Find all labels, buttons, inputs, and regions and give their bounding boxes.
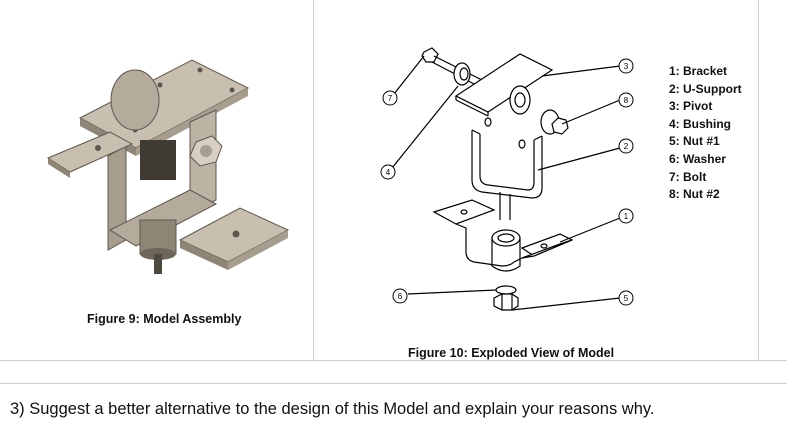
washer-part bbox=[495, 285, 517, 295]
callout-8 bbox=[618, 92, 634, 108]
callout-label: 4 bbox=[386, 168, 391, 177]
pivot-body bbox=[110, 69, 160, 131]
grid-line bbox=[0, 360, 787, 361]
legend-item: 7: Bolt bbox=[669, 169, 707, 184]
callout-label: 7 bbox=[388, 94, 393, 103]
callout-label: 3 bbox=[624, 62, 629, 71]
leader-line bbox=[561, 99, 621, 125]
bracket-right-edge bbox=[180, 240, 228, 270]
callout-5 bbox=[618, 290, 634, 306]
grid-line bbox=[0, 383, 787, 384]
nut-1-part bbox=[493, 293, 519, 311]
bracket-left bbox=[46, 131, 134, 173]
legend-item: 4: Bushing bbox=[669, 116, 731, 131]
legend-item: 5: Nut #1 bbox=[669, 134, 720, 149]
callout-label: 1 bbox=[624, 212, 629, 221]
leader-line bbox=[537, 147, 621, 171]
legend-item: 2: U-Support bbox=[669, 81, 742, 96]
bracket-center bbox=[108, 189, 218, 247]
bracket-right-edge bbox=[228, 230, 288, 270]
callout-7 bbox=[382, 90, 398, 106]
legend-item: 8: Nut #2 bbox=[669, 187, 720, 202]
model-assembly-figure bbox=[46, 59, 290, 274]
callout-3 bbox=[618, 58, 634, 74]
pivot-part bbox=[454, 53, 554, 117]
bracket-left-edge bbox=[48, 158, 70, 178]
callout-label: 2 bbox=[624, 142, 629, 151]
legend-item: 1: Bracket bbox=[669, 64, 728, 78]
parts-legend: 1: Bracket 2: U-Support 3: Pivot 4: Bush… bbox=[669, 63, 779, 204]
leader-line bbox=[511, 297, 621, 311]
leader-line bbox=[407, 289, 497, 295]
callout-2 bbox=[618, 138, 634, 154]
callout-label: 5 bbox=[624, 294, 629, 303]
bolt-part bbox=[421, 47, 483, 87]
grid-line bbox=[313, 0, 314, 360]
question-text: 3) Suggest a better alternative to the d… bbox=[10, 400, 655, 418]
callout-label: 8 bbox=[624, 96, 629, 105]
leader-line bbox=[393, 55, 425, 95]
figure-10-caption: Figure 10: Exploded View of Model bbox=[408, 346, 615, 360]
callout-label: 6 bbox=[398, 292, 403, 301]
leader-line bbox=[559, 217, 621, 243]
callout-1 bbox=[618, 208, 634, 224]
callout-6 bbox=[392, 288, 408, 304]
leader-line bbox=[541, 65, 621, 77]
callout-4 bbox=[380, 164, 396, 180]
legend-item: 6: Washer bbox=[669, 151, 726, 166]
legend-item: 3: Pivot bbox=[669, 99, 713, 114]
bushing-part bbox=[453, 62, 471, 86]
nut-2-part bbox=[540, 109, 569, 135]
figure-9-caption: Figure 9: Model Assembly bbox=[87, 312, 242, 326]
leader-line bbox=[391, 85, 459, 169]
u-support-part bbox=[471, 117, 543, 220]
exploded-view-figure: 7 4 3 8 2 1 6 5 bbox=[380, 47, 634, 311]
bracket-part bbox=[432, 199, 574, 272]
grid-line bbox=[758, 0, 759, 360]
